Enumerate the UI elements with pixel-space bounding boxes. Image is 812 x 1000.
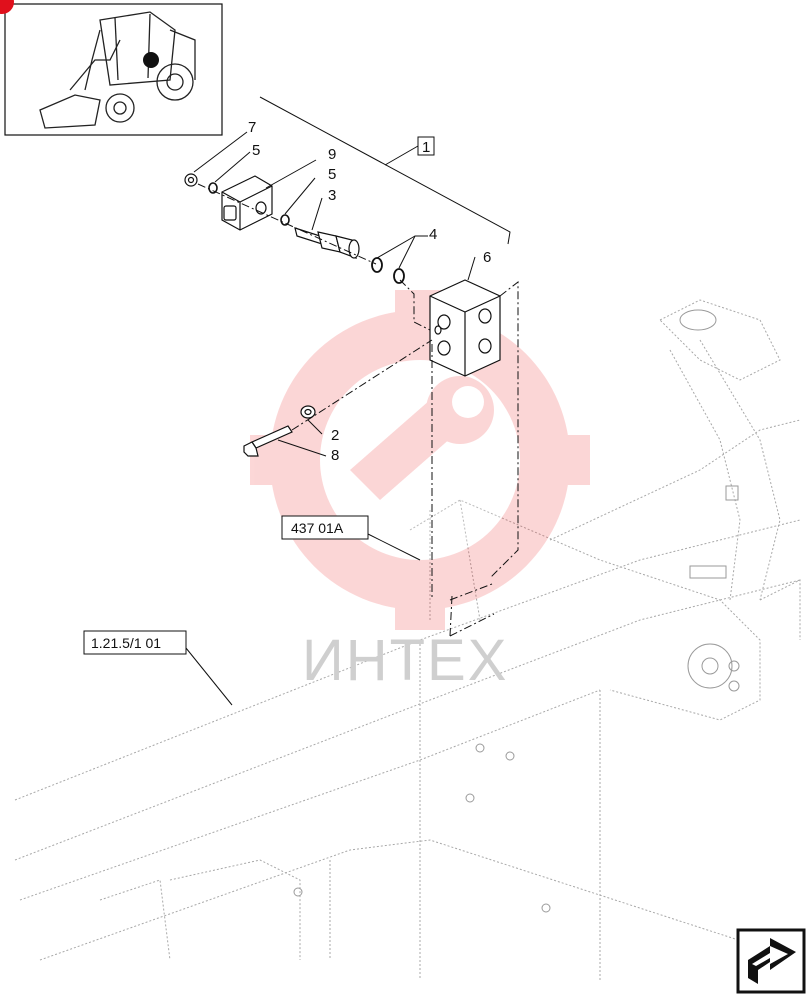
group-bracket: [259, 96, 511, 245]
part-6-manifold-block: [429, 279, 501, 377]
group-box-ref: 1: [417, 136, 435, 156]
assembly-ref-label[interactable]: 437 01A: [291, 520, 344, 536]
part-4-o-rings: [371, 257, 405, 284]
section-ref-label[interactable]: 1.21.5/1 01: [91, 635, 161, 651]
assembly-ref-box[interactable]: 437 01A: [281, 515, 421, 561]
callout-2: 2: [331, 427, 339, 444]
callout-5-upper: 5: [252, 142, 260, 159]
part-3-fitting: [294, 227, 360, 259]
callout-4: 4: [429, 226, 437, 243]
callout-5-lower: 5: [328, 166, 336, 183]
callout-6: 6: [483, 249, 491, 266]
backhoe-loader-thumbnail: [0, 0, 223, 136]
callout-8: 8: [331, 447, 339, 464]
part-7-nut: [184, 173, 198, 187]
callout-leaders: [193, 131, 476, 457]
callout-9: 9: [328, 146, 336, 163]
part-5-seal-ring-upper: [208, 182, 218, 194]
watermark-gear-logo: [250, 290, 590, 630]
frame-holes: [293, 309, 740, 913]
background-frame: [14, 299, 801, 980]
part-5-seal-ring-lower: [280, 214, 290, 226]
part-2-washer: [300, 405, 316, 419]
watermark-text: ИНТЕХ: [302, 628, 508, 693]
part-8-bolt: [243, 425, 293, 457]
part-9-valve-block: [221, 175, 273, 231]
section-ref-box[interactable]: 1.21.5/1 01: [83, 630, 233, 706]
assembly-lines: [197, 183, 519, 637]
callout-3: 3: [328, 187, 336, 204]
group-box-ref-label: 1: [422, 139, 430, 156]
next-page-arrow-icon[interactable]: [736, 928, 806, 994]
callout-7: 7: [248, 119, 256, 136]
